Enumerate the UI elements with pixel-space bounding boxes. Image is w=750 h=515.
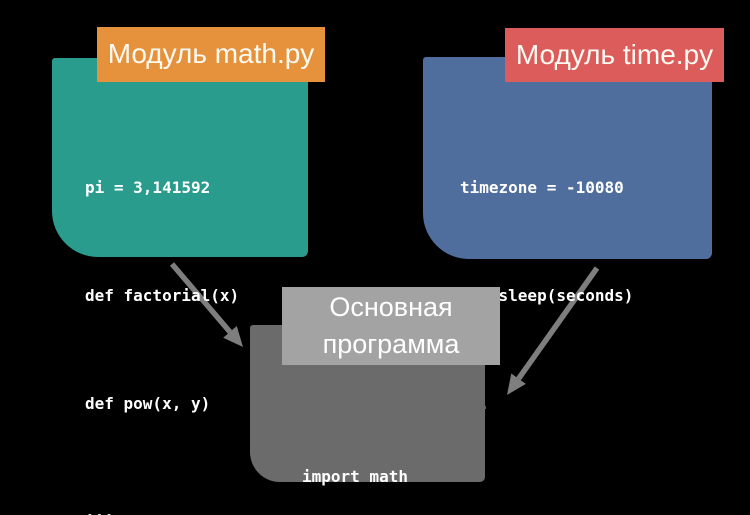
arrow-math-to-main <box>169 262 243 347</box>
code-line: ... <box>85 502 114 515</box>
main-program-code: import math import time <box>302 387 408 515</box>
module-card-time: timezone = -10080 def sleep(seconds) ... <box>423 57 712 413</box>
arrow-math-to-main-shaft <box>169 262 233 334</box>
code-line: def pow(x, y) <box>85 394 211 413</box>
arrow-time-to-main-shaft <box>516 266 600 381</box>
arrow-time-to-main-head <box>507 373 526 395</box>
main-program-header: Основная программа <box>282 287 500 365</box>
code-line: ... <box>460 386 633 422</box>
module-header-math-label: Модуль math.py <box>107 38 315 70</box>
module-header-math: Модуль math.py <box>97 27 325 82</box>
code-line: def factorial(x) <box>85 286 240 305</box>
code-line: pi = 3,141592 <box>85 178 211 197</box>
main-program-header-line2: программа <box>322 329 460 359</box>
code-line: import math <box>302 467 408 486</box>
module-card-math: pi = 3,141592 def factorial(x) def pow(x… <box>52 58 308 515</box>
arrow-time-to-main <box>507 266 600 395</box>
main-program-header-line1: Основная <box>329 292 453 322</box>
module-math-code: pi = 3,141592 def factorial(x) def pow(x… <box>85 98 239 515</box>
arrow-math-to-main-head <box>223 326 243 347</box>
main-program-header-label: Основная программа <box>323 289 460 363</box>
module-header-time-label: Модуль time.py <box>515 38 714 70</box>
module-header-time: Модуль time.py <box>505 28 724 82</box>
code-line: timezone = -10080 <box>460 178 624 197</box>
